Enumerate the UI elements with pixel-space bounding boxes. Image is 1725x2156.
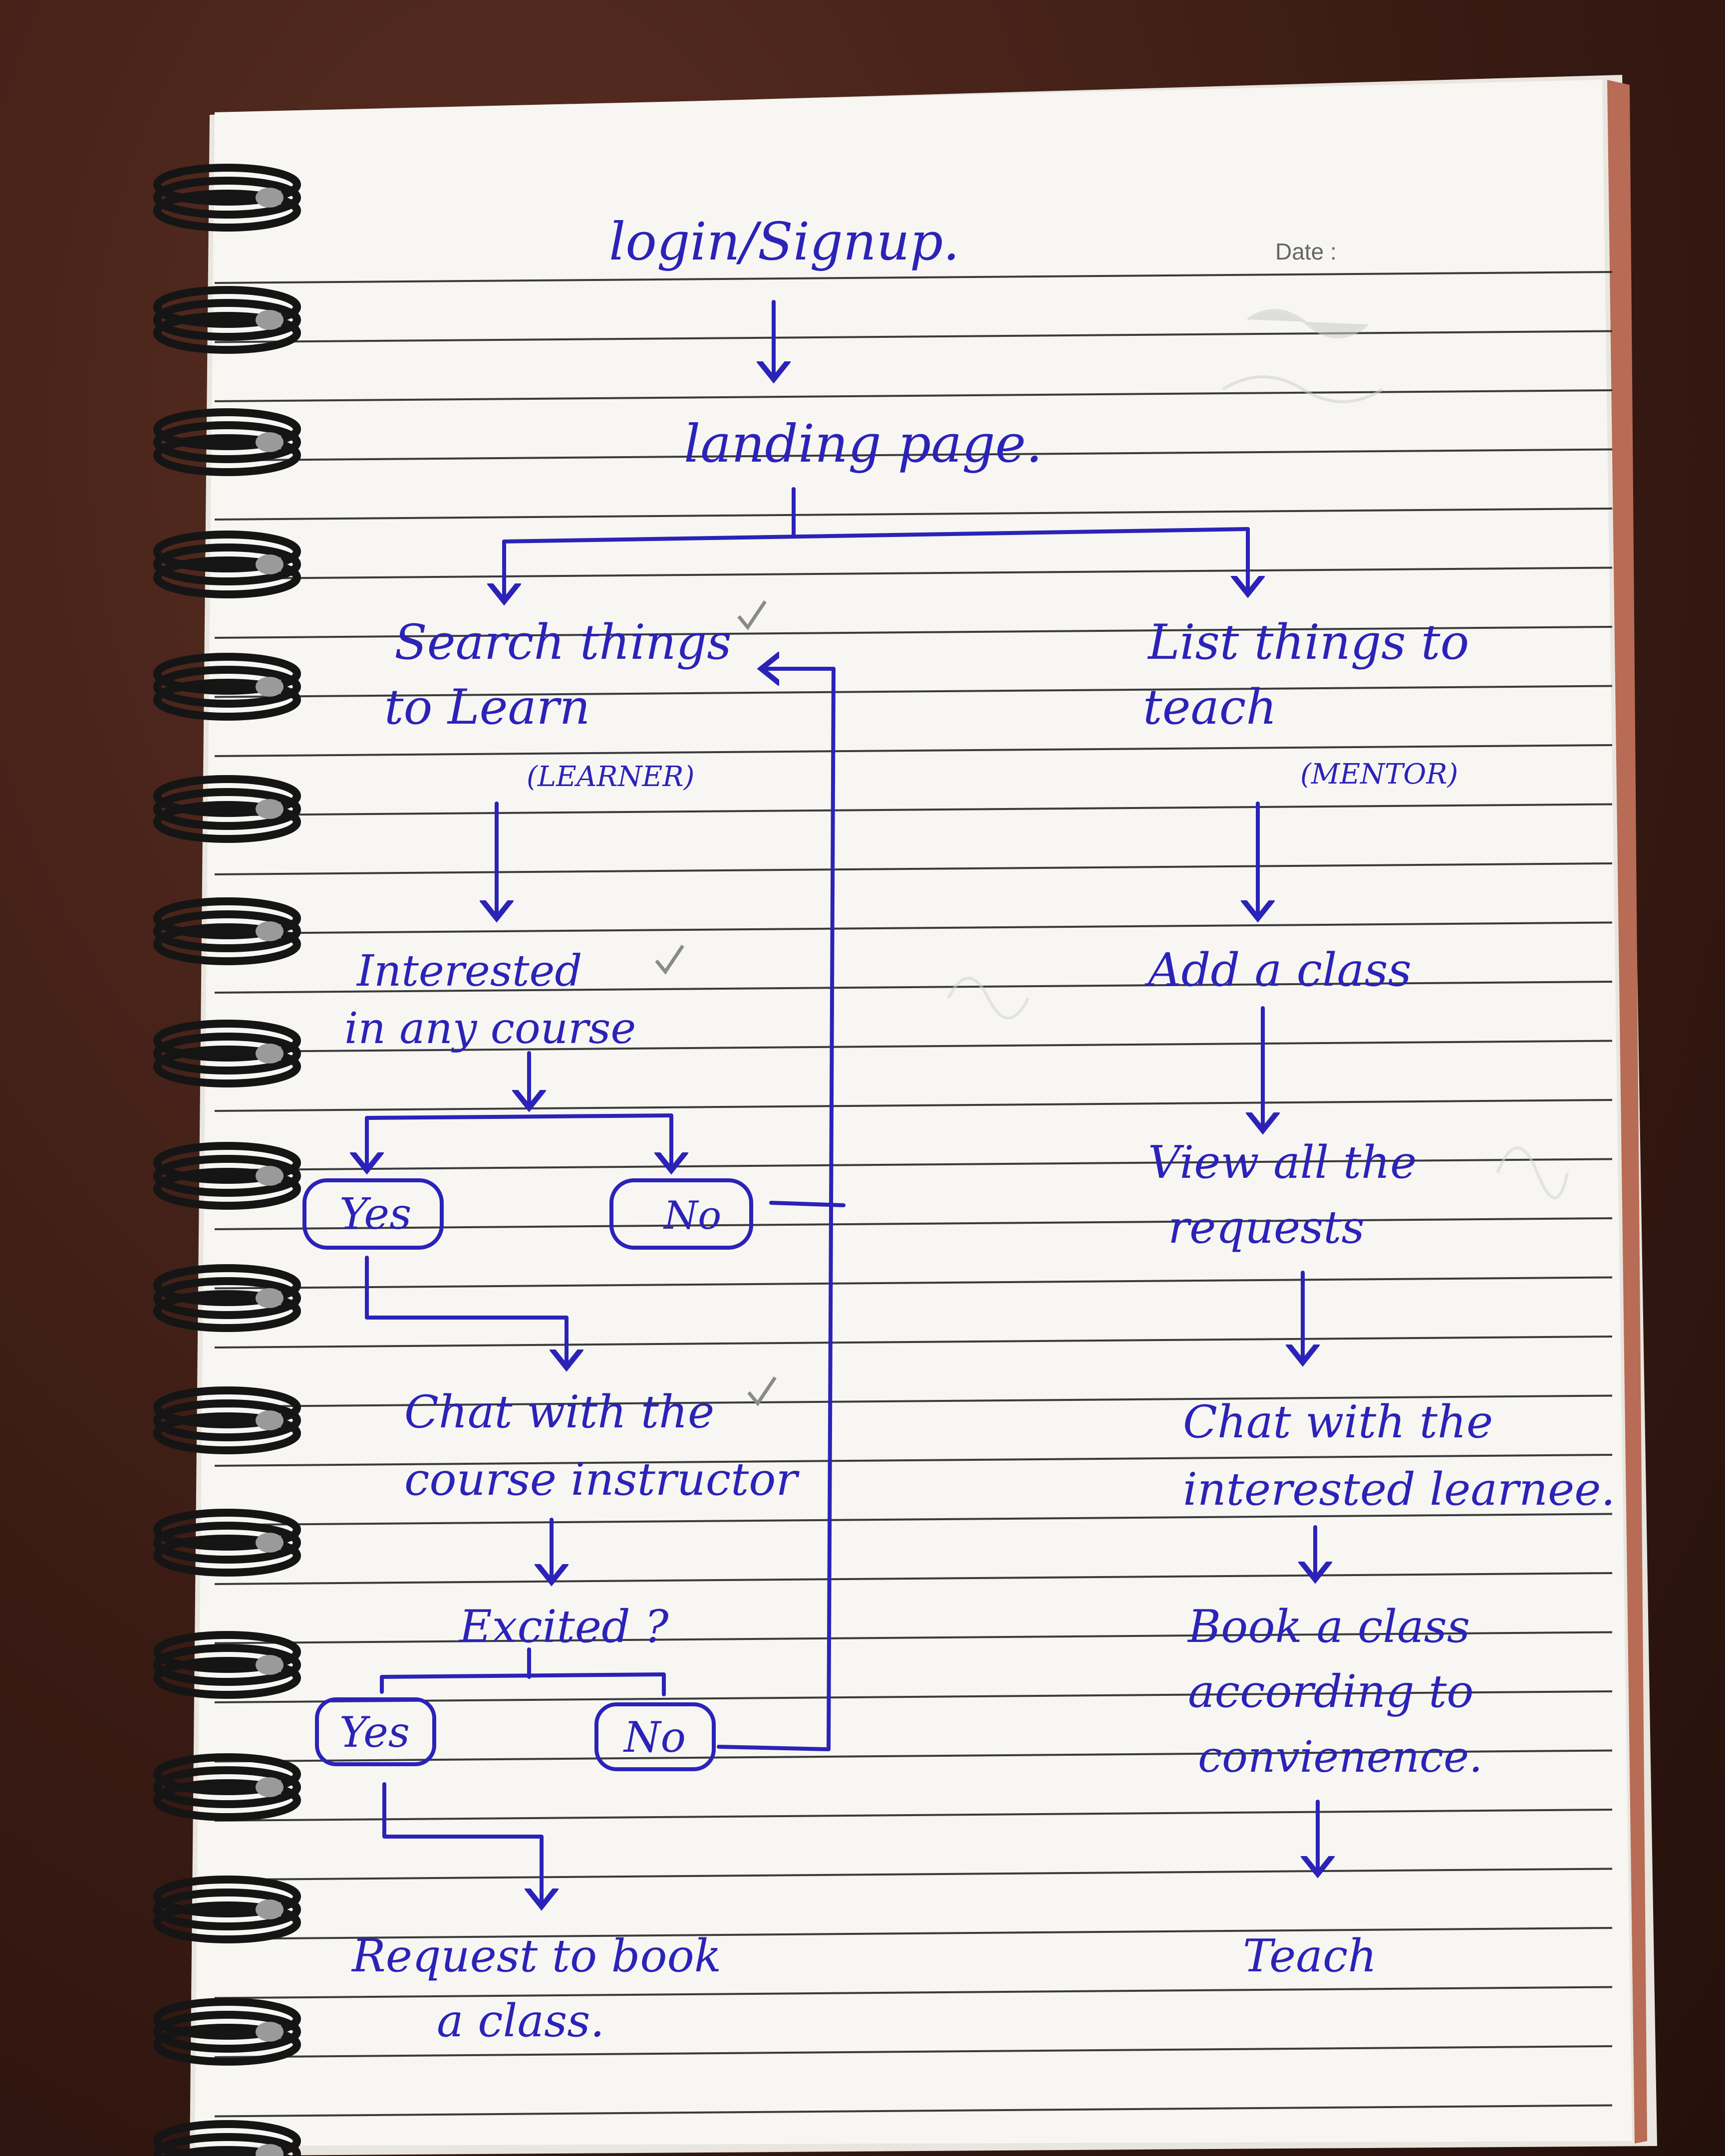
request-to-book-label-1: Request to book — [351, 1930, 721, 1982]
interested-label: Interested — [356, 946, 582, 996]
ruled-line — [214, 1631, 1613, 1644]
login-signup-step: login/Signup. — [609, 211, 959, 272]
date-label: Date : — [1275, 239, 1337, 265]
spiral-ring — [153, 1631, 301, 1699]
request-to-book-label-2: a class. — [437, 1995, 604, 2047]
ruled-line — [214, 981, 1613, 994]
add-a-class-label: Add a class — [1144, 943, 1412, 997]
to-learn-label: to Learn — [384, 679, 590, 735]
ruled-line — [214, 448, 1613, 462]
ruled-line — [214, 2045, 1613, 2058]
no-option-1: No — [663, 1193, 721, 1238]
no-option-2: No — [623, 1713, 686, 1762]
spiral-ring — [153, 286, 301, 354]
spiral-ring — [153, 1020, 301, 1087]
spiral-ring — [153, 164, 301, 232]
ruled-line — [214, 921, 1613, 935]
ruled-line — [214, 1809, 1613, 1822]
spiral-ring — [153, 775, 301, 843]
ruled-line — [214, 271, 1613, 284]
ruled-line — [214, 1927, 1613, 1940]
chat-instructor-label-2: course instructor — [404, 1453, 800, 1506]
yes-box-1 — [302, 1178, 444, 1250]
book-class-label-1: Book a class — [1187, 1601, 1470, 1653]
interested-split — [365, 1113, 673, 1170]
landing-split-bar — [502, 527, 1250, 543]
ruled-line — [214, 626, 1613, 639]
flow-connectors — [365, 300, 1318, 1906]
notebook-cover-edge — [1607, 80, 1647, 2144]
ruled-line — [214, 330, 1613, 343]
teach-label: teach — [1143, 679, 1277, 735]
ruled-line — [214, 803, 1613, 816]
book-class-label-2: according to — [1188, 1665, 1474, 1718]
check-mark — [737, 600, 767, 630]
yes-box-2 — [315, 1697, 436, 1766]
ruled-line — [214, 2104, 1613, 2118]
excited-question: Excited ? — [458, 1601, 669, 1653]
spiral-ring — [153, 1998, 301, 2066]
teach-step: Teach — [1243, 1930, 1377, 1982]
spiral-ring — [153, 531, 301, 598]
ruled-line — [214, 1572, 1613, 1585]
landing-page-step: landing page. — [684, 413, 1042, 474]
ruled-line — [214, 1099, 1613, 1112]
ruled-line — [214, 1040, 1613, 1053]
ruled-line — [214, 744, 1613, 757]
ruled-line — [214, 1454, 1613, 1467]
arrow-yes1-to-chat — [365, 1256, 567, 1367]
spiral-binding — [153, 164, 301, 2156]
ruled-line — [214, 508, 1613, 521]
spiral-ring — [153, 1753, 301, 1821]
ruled-line — [214, 1336, 1613, 1348]
yes-option-2: Yes — [339, 1708, 410, 1757]
check-mark — [655, 945, 684, 975]
spiral-ring — [153, 1876, 301, 1943]
ruled-line — [214, 566, 1613, 580]
no-box-1 — [609, 1178, 753, 1250]
spiral-ring — [153, 408, 301, 476]
spiral-ring — [153, 897, 301, 965]
spiral-ring — [153, 2120, 301, 2156]
check-mark — [747, 1376, 777, 1406]
ruled-line — [214, 1394, 1613, 1408]
no-box-2 — [594, 1702, 716, 1771]
search-things-label: Search things — [394, 614, 731, 670]
book-class-label-3: convienence. — [1198, 1732, 1482, 1782]
notebook-page — [190, 75, 1657, 2156]
show-through-marks — [947, 309, 1569, 1199]
ruled-line — [214, 685, 1613, 698]
view-requests-label-2: requests — [1168, 1201, 1365, 1254]
in-any-course-label: in any course — [344, 1004, 636, 1054]
excited-split — [380, 1672, 666, 1696]
spiral-ring — [153, 653, 301, 721]
chat-instructor-label-1: Chat with the — [404, 1386, 714, 1438]
yes-option-1: Yes — [339, 1189, 411, 1239]
ruled-line — [214, 1276, 1613, 1290]
ruled-line — [214, 1513, 1613, 1526]
ruled-line — [214, 1749, 1613, 1763]
list-things-label: List things to — [1147, 614, 1469, 670]
spiral-ring — [153, 1509, 301, 1577]
ruled-line — [214, 1217, 1613, 1230]
ruled-line — [214, 1690, 1613, 1703]
mentor-role-label: (MENTOR) — [1300, 758, 1458, 791]
ruled-lines — [214, 271, 1613, 2118]
ruled-line — [214, 1868, 1613, 1881]
ruled-line — [214, 1986, 1613, 1999]
spiral-ring — [153, 1386, 301, 1454]
chat-learnee-label-1: Chat with the — [1183, 1396, 1493, 1448]
learner-role-label: (LEARNER) — [527, 761, 694, 793]
spiral-ring — [153, 1264, 301, 1332]
view-requests-label-1: View all the — [1148, 1136, 1417, 1189]
arrow-no-return-loop — [717, 669, 836, 1751]
flowchart: login/Signup. landing page. Search thing… — [302, 211, 1615, 2047]
ruled-line — [214, 1158, 1613, 1171]
spiral-ring — [153, 1142, 301, 1210]
ruled-line — [214, 862, 1613, 875]
arrow-yes2-to-request — [382, 1782, 542, 1906]
chat-learnee-label-2: interested learnee. — [1183, 1463, 1615, 1516]
